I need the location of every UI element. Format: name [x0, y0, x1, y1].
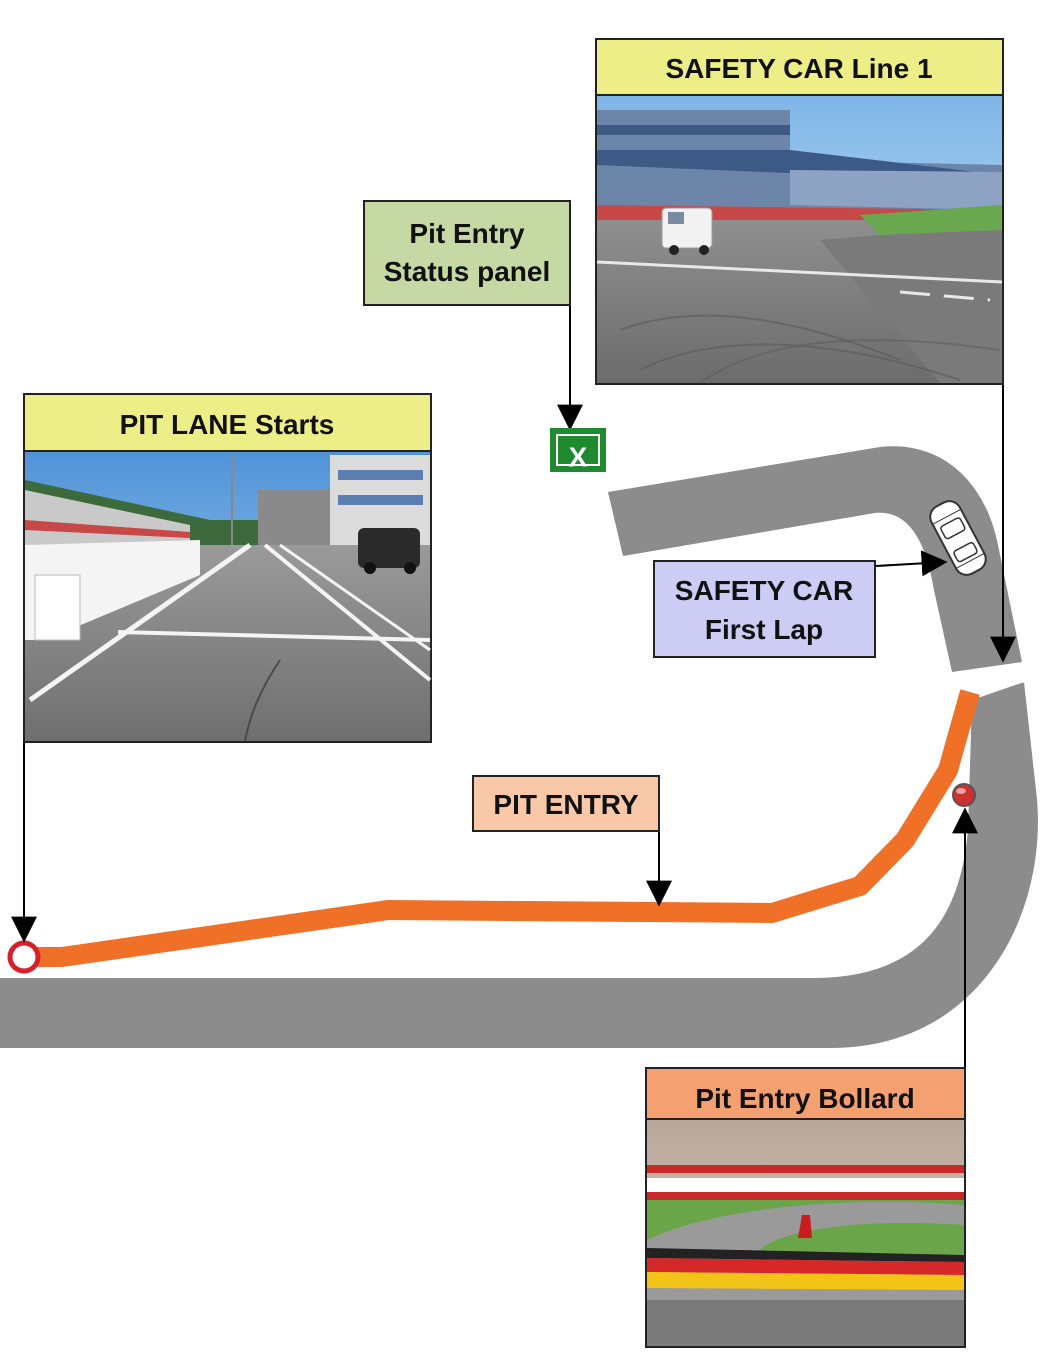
- circle-marker-icon: [7, 940, 41, 974]
- pit-lane-starts-photo: [25, 452, 432, 742]
- pit-entry-status-label-line2: Status panel: [384, 256, 550, 287]
- status-panel-symbol: X: [569, 441, 588, 472]
- pit-lane-starts-title: PIT LANE Starts: [120, 409, 335, 440]
- pit-lane-starts-panel: PIT LANE Starts: [23, 393, 432, 743]
- race-track: [0, 446, 1038, 1048]
- pit-entry-status-box: Pit Entry Status panel: [363, 200, 571, 306]
- track-main-straight: [0, 978, 690, 1048]
- car-icon: [929, 500, 987, 576]
- pit-lane-line: [22, 689, 980, 967]
- arrow-safety-car-first-lap: [875, 550, 948, 577]
- x-icon: X: [550, 428, 606, 472]
- pit-entry-bollard-title: Pit Entry Bollard: [695, 1083, 914, 1114]
- pit-entry-status-label-line1: Pit Entry: [409, 218, 525, 249]
- track-upper-hairpin: [608, 446, 1022, 672]
- safety-car-first-lap-line1: SAFETY CAR: [675, 575, 853, 606]
- pit-entry-bollard-panel: Pit Entry Bollard: [645, 1067, 966, 1348]
- bollard-icon: [952, 783, 976, 807]
- pit-entry-label: PIT ENTRY: [493, 789, 639, 820]
- pit-entry-box: PIT ENTRY: [472, 775, 660, 832]
- safety-car-first-lap-box: SAFETY CAR First Lap: [653, 560, 876, 658]
- safety-car-line1-title: SAFETY CAR Line 1: [665, 53, 932, 84]
- connector-arrows: [11, 305, 1016, 1068]
- safety-car-line1-photo: [596, 96, 1003, 384]
- track-lower-corner: [680, 682, 1038, 1048]
- track-section-gap: [945, 664, 1030, 692]
- pit-entry-bollard-photo: [647, 1120, 964, 1346]
- safety-car-first-lap-line2: First Lap: [705, 614, 823, 645]
- safety-car-line1-panel: SAFETY CAR Line 1: [595, 38, 1004, 385]
